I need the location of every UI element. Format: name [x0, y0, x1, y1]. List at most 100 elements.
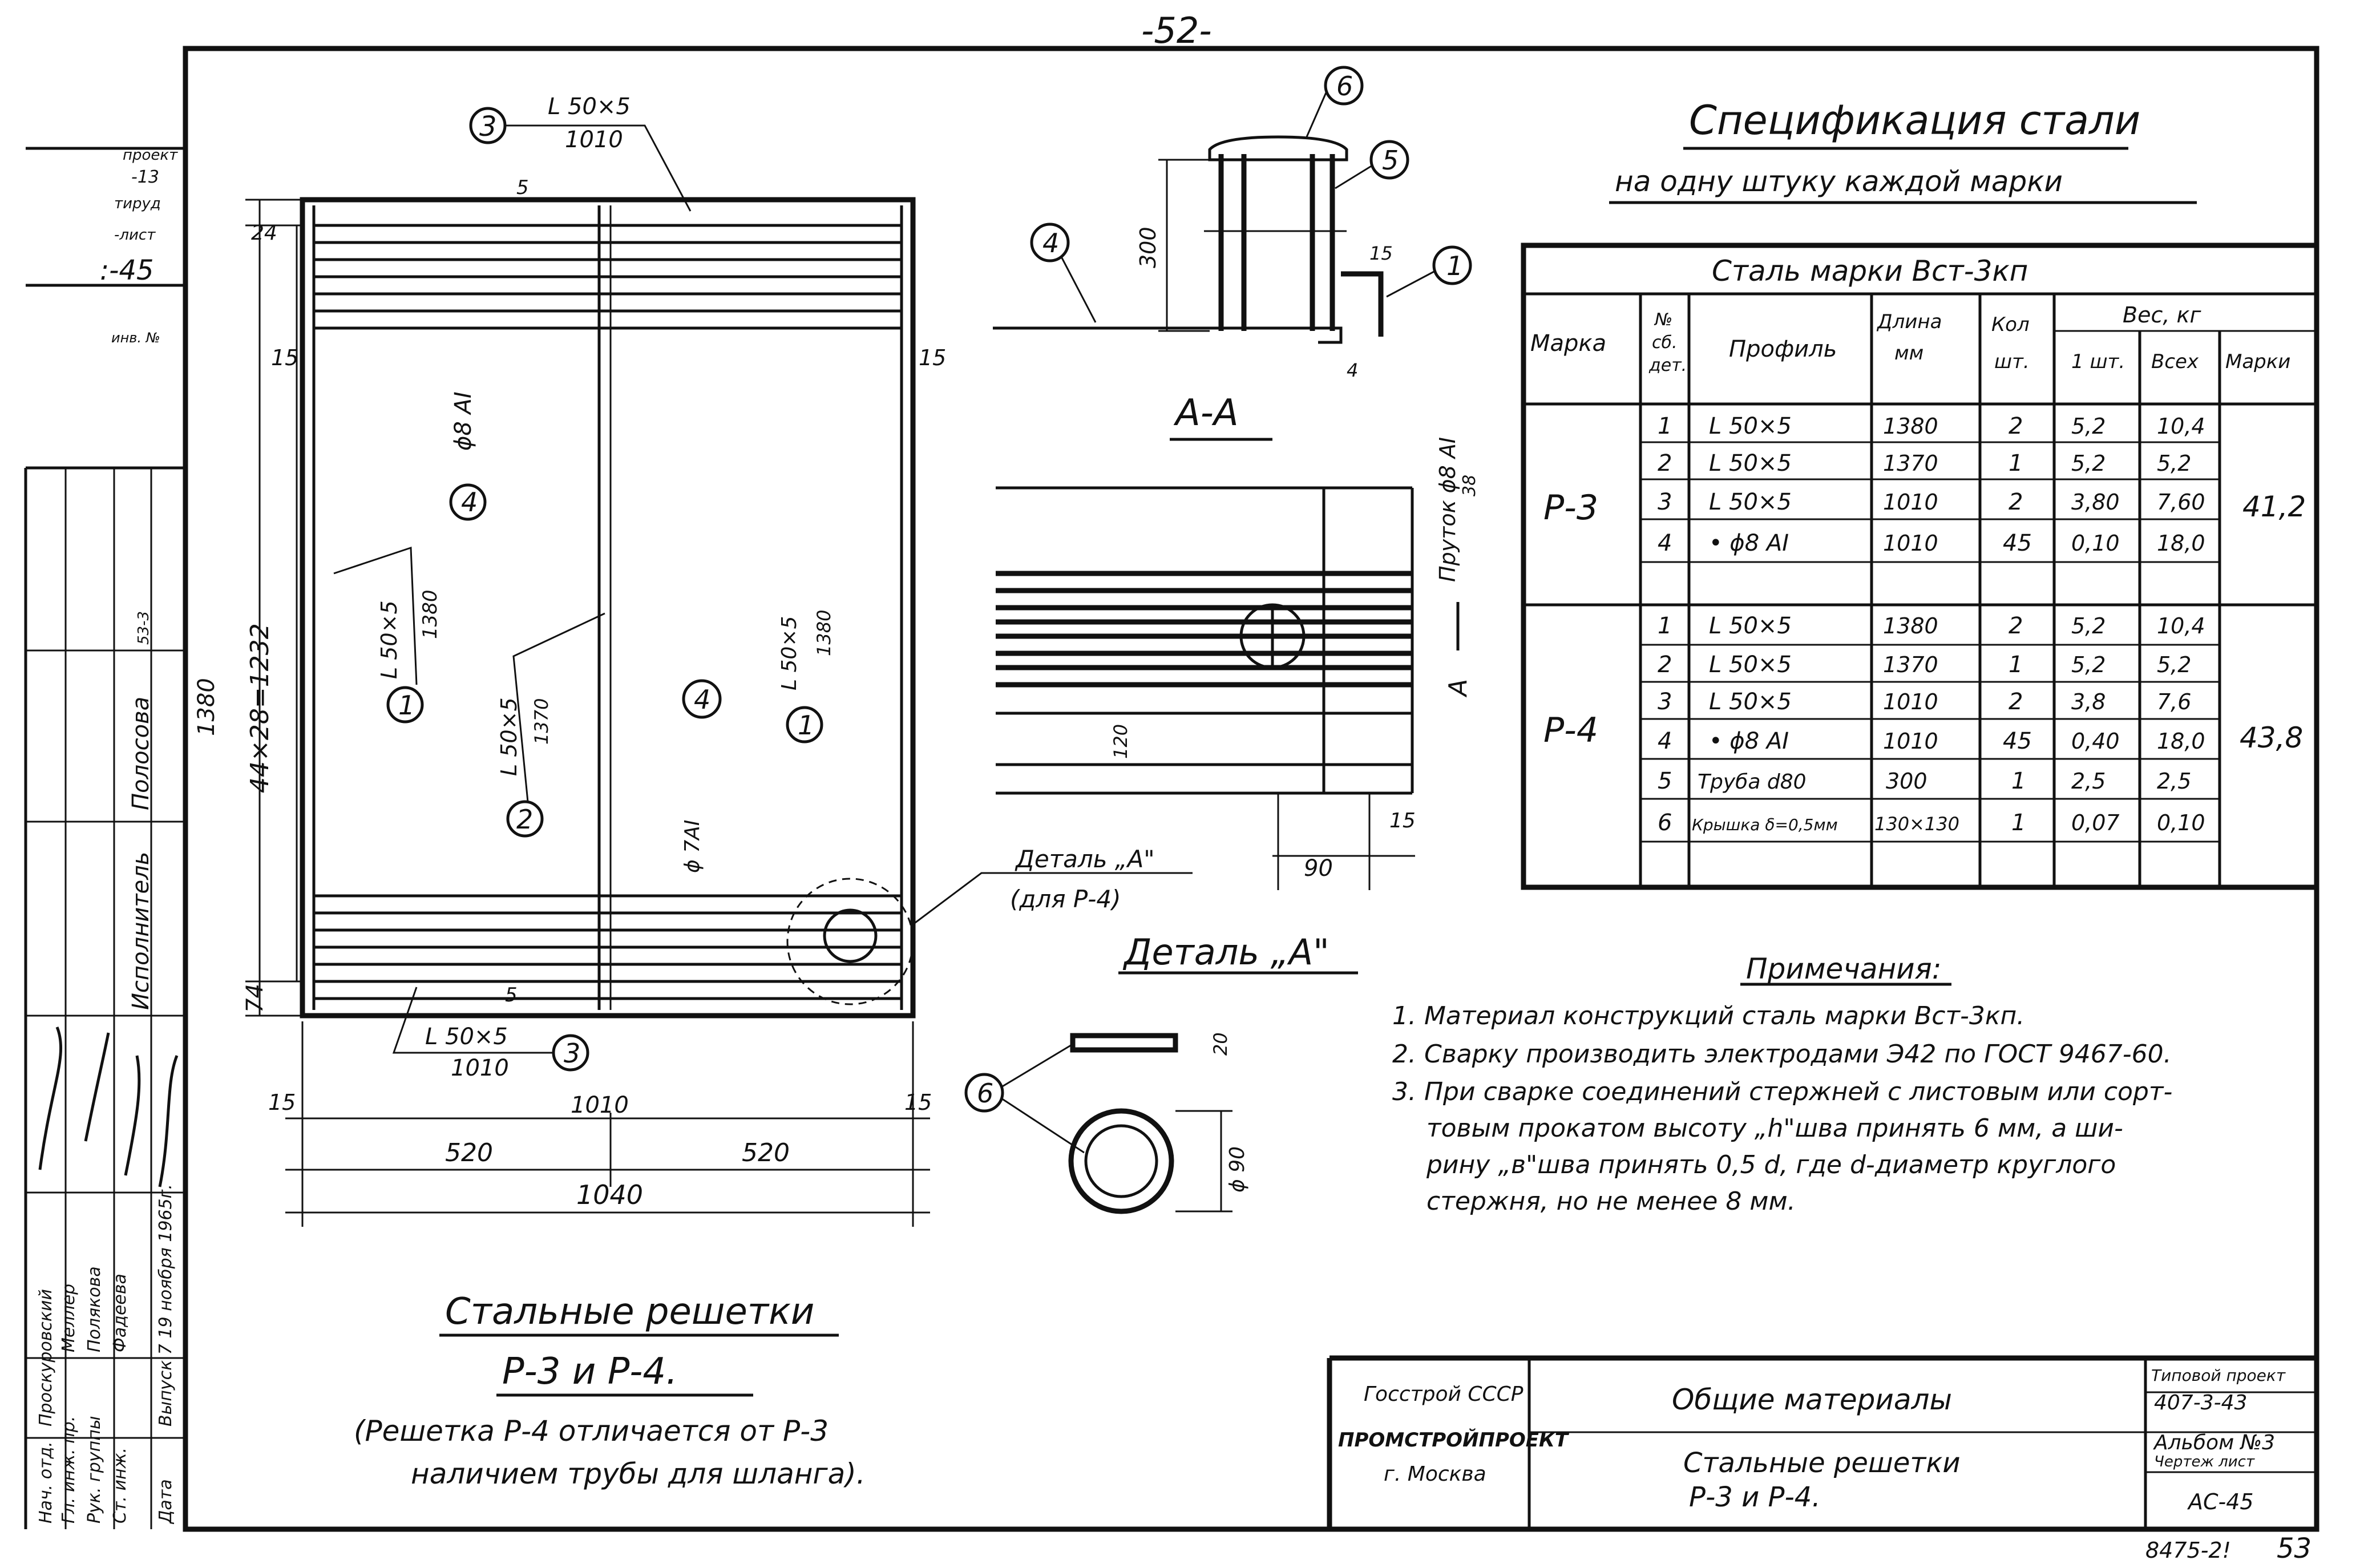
- cell-qty: 1: [2009, 450, 2023, 476]
- stamp-executor-label: Исполнитель: [128, 852, 154, 1010]
- table-row: 5 Труба d80 300 1 2,5 2,5: [1658, 768, 2191, 794]
- cell-no: 2: [1658, 652, 1672, 678]
- label-1-no: 1: [398, 690, 415, 721]
- cell-qty: 45: [2003, 728, 2032, 754]
- cell-profile: L 50×5: [1709, 689, 1792, 715]
- group-mark-p3: Р-3: [1543, 488, 1598, 528]
- detail-a: Деталь „А" 6 20 ϕ 90: [964, 931, 1358, 1214]
- table-row: 3 L 50×5 1010 2 3,80 7,60: [1658, 489, 2205, 515]
- label-1b-no: 1: [798, 710, 814, 741]
- cell-length: 300: [1886, 769, 1927, 794]
- dim-15-left: 15: [271, 345, 298, 370]
- section-rod-label: Пруток ϕ8 AI: [1435, 437, 1460, 582]
- cell-weight-one: 5,2: [2071, 613, 2106, 638]
- cell-qty: 2: [2009, 413, 2023, 439]
- cell-no: 3: [1658, 489, 1672, 515]
- section-callout-5: 5: [1382, 145, 1399, 176]
- callout-bottom-no: 3: [564, 1038, 580, 1069]
- dim-24: 24: [251, 221, 277, 245]
- group-total-p3: 41,2: [2242, 490, 2306, 523]
- footer-sheet: 53: [2277, 1533, 2311, 1565]
- table-row: 6 Крышка δ=0,5мм 130×130 1 0,07 0,10: [1658, 810, 2205, 836]
- dim-5-top: 5: [516, 176, 529, 199]
- col-part-no-1: №: [1654, 310, 1672, 330]
- detail-dim-20: 20: [1210, 1032, 1231, 1056]
- callout-bottom-len: 1010: [451, 1055, 509, 1081]
- cell-no: 5: [1658, 768, 1672, 794]
- cell-no: 1: [1658, 613, 1672, 639]
- spec-title: Спецификация стали: [1689, 97, 2140, 144]
- cell-profile: Труба d80: [1698, 770, 1807, 794]
- spec-subtitle: на одну штуку каждой марки: [1615, 165, 2063, 198]
- col-mark: Марка: [1530, 330, 1606, 357]
- cell-weight-all: 2,5: [2157, 769, 2191, 794]
- cell-no: 2: [1658, 450, 1672, 476]
- stamp-sheet-no: :-45: [100, 254, 154, 286]
- col-qty-2: шт.: [1994, 350, 2030, 373]
- section-dim-15b: 15: [1389, 809, 1416, 833]
- cell-qty: 2: [2009, 613, 2023, 639]
- tb-project-4: Чертеж лист: [2154, 1453, 2255, 1470]
- callout-bottom-profile: L 50×5: [425, 1024, 508, 1050]
- cell-profile: • ϕ8 AI: [1709, 728, 1789, 754]
- cell-profile: L 50×5: [1709, 613, 1792, 639]
- dim-520-right: 520: [742, 1138, 790, 1167]
- table-row: 1 L 50×5 1380 2 5,2 10,4: [1658, 613, 2205, 639]
- spec-steel-grade: Сталь марки Вст-3кп: [1712, 254, 2028, 288]
- col-length-2: мм: [1894, 342, 1923, 365]
- col-weight-all: Всех: [2151, 350, 2199, 373]
- caption-title: Стальные решетки: [445, 1291, 814, 1333]
- left-stamp: проект -13 тируд -лист :-45 инв. № Испол…: [24, 147, 185, 1529]
- cell-weight-one: 2,5: [2071, 769, 2106, 794]
- dim-height: 44×28=1232: [245, 623, 274, 793]
- table-row: 4 • ϕ8 AI 1010 45 0,10 18,0: [1658, 530, 2205, 556]
- cell-weight-all: 18,0: [2157, 729, 2205, 754]
- caption: Стальные решетки Р-3 и Р-4. (Решетка Р-4…: [354, 1291, 866, 1490]
- label-1b-profile: L 50×5: [778, 616, 801, 690]
- cell-profile: • ϕ8 AI: [1709, 530, 1789, 556]
- sheet-frame: [183, 46, 2319, 1532]
- col-length-1: Длина: [1876, 310, 1942, 333]
- label-4-no: 4: [461, 487, 478, 518]
- plan-view: 3 L 50×5 1010 24 5 15 15 44×28=1232 1380…: [193, 94, 1193, 1227]
- cell-length: 1010: [1883, 531, 1938, 556]
- table-row: 1 L 50×5 1380 2 5,2 10,4: [1658, 413, 2205, 439]
- callout-top-profile: L 50×5: [548, 94, 631, 120]
- col-part-no-3: дет.: [1648, 355, 1687, 375]
- cell-length: 1010: [1883, 689, 1938, 714]
- label-2-profile: L 50×5: [496, 697, 522, 776]
- dim-520-left: 520: [445, 1138, 493, 1167]
- table-row: 2 L 50×5 1370 1 5,2 5,2: [1658, 652, 2191, 678]
- stamp-name-head: Проскуровский: [36, 1289, 56, 1426]
- cell-weight-all: 5,2: [2157, 451, 2191, 476]
- label-1b-len: 1380: [813, 610, 835, 656]
- group-mark-p4: Р-4: [1543, 710, 1598, 750]
- cell-weight-one: 5,2: [2071, 451, 2106, 476]
- stamp-signatures: [38, 1027, 179, 1187]
- section-dim-120: 120: [1110, 724, 1131, 759]
- detail-dim-d90: ϕ 90: [1226, 1146, 1249, 1193]
- col-profile: Профиль: [1729, 336, 1837, 362]
- stamp-role-group: Рук. группы: [84, 1416, 104, 1523]
- cell-no: 4: [1658, 530, 1672, 556]
- callout-top-no: 3: [479, 111, 497, 143]
- section-callout-1: 1: [1446, 250, 1463, 281]
- section-a-a: 300 6 5 4 1 15 4 А-А Пруток ϕ8 AI 38 А 1…: [993, 66, 1480, 890]
- cell-qty: 2: [2009, 489, 2023, 515]
- section-callout-6: 6: [1336, 71, 1353, 102]
- cell-qty: 1: [2011, 768, 2026, 794]
- stamp-project-no: -13: [131, 167, 159, 187]
- col-part-no-2: сб.: [1652, 333, 1678, 353]
- cell-qty: 1: [2011, 810, 2026, 836]
- cell-profile: L 50×5: [1709, 489, 1792, 515]
- stamp-role-date: Дата: [156, 1479, 176, 1525]
- tb-project-1: Типовой проект: [2151, 1366, 2286, 1385]
- dim-1010: 1010: [571, 1092, 629, 1118]
- cell-weight-one: 3,8: [2071, 689, 2106, 714]
- stamp-name-date: Выпуск 7 19 ноября 1965г.: [156, 1184, 176, 1426]
- tb-project-3: Альбом №3: [2153, 1431, 2275, 1454]
- note-2: 2. Сварку производить электродами Э42 по…: [1392, 1040, 2172, 1069]
- cell-no: 4: [1658, 728, 1672, 754]
- stamp-name-group: Полякова: [84, 1266, 104, 1352]
